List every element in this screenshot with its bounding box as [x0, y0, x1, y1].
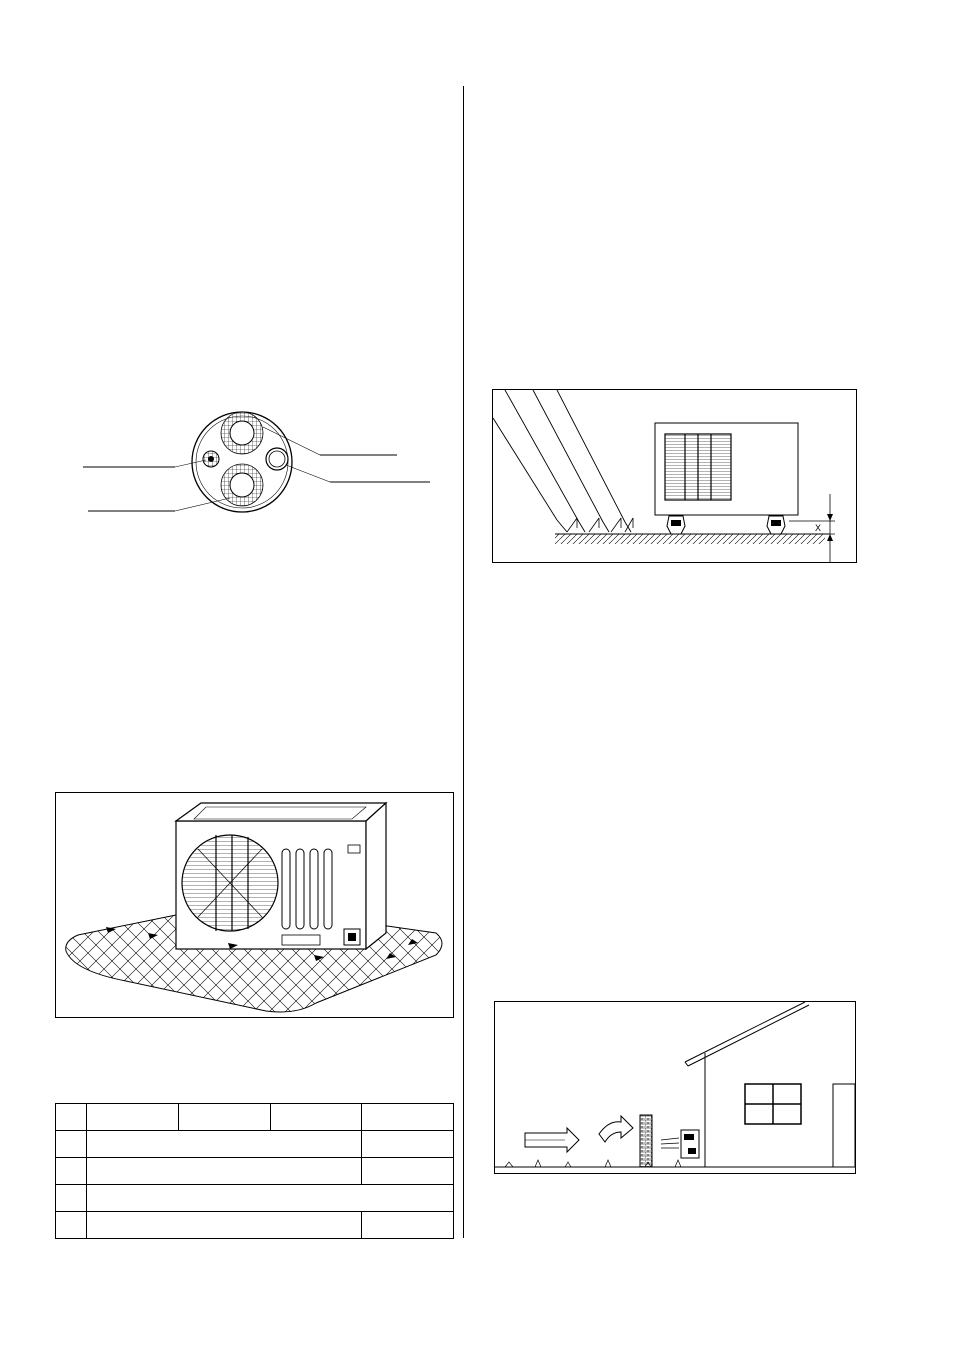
table-cell: [361, 1130, 454, 1158]
support-foot-icon: [666, 515, 686, 535]
wind-arrow-icon: [524, 1126, 580, 1154]
table-row: [55, 1103, 454, 1131]
table-row: [55, 1184, 454, 1212]
spec-table: [55, 1103, 454, 1239]
cable-port-icon: [265, 447, 289, 471]
table-row: [55, 1157, 454, 1185]
brick-wall: [639, 1114, 653, 1168]
door-icon: [832, 1083, 855, 1168]
outdoor-unit-base-diagram: [55, 792, 454, 1018]
table-row: [55, 1130, 454, 1158]
upper-port-icon: [220, 411, 264, 455]
small-port-icon: [202, 450, 220, 468]
table-cell: [55, 1130, 87, 1158]
wind-barrier-diagram: [494, 1001, 856, 1174]
table-cell: [361, 1103, 454, 1131]
side-vents-icon: [281, 848, 333, 930]
table-cell: [361, 1211, 454, 1239]
deflected-wind-arrow-icon: [598, 1114, 634, 1143]
table-cell: [86, 1157, 362, 1185]
table-cell: [55, 1103, 87, 1131]
table-cell: [178, 1103, 271, 1131]
sun-and-feet-diagram: X: [492, 389, 857, 563]
table-cell: [55, 1157, 87, 1185]
lower-port-icon: [220, 463, 264, 507]
ground: [555, 534, 825, 544]
sunlight-rays: [493, 390, 632, 533]
house: [684, 1002, 810, 1167]
outdoor-unit-icon: [660, 1129, 700, 1159]
table-cell: [55, 1184, 87, 1212]
support-foot-icon: [766, 515, 786, 535]
pipe-connection-diagram: [80, 405, 435, 523]
table-cell: [86, 1130, 362, 1158]
clearance-dimension-label: X: [815, 523, 821, 533]
table-cell: [86, 1211, 362, 1239]
column-divider: [463, 86, 464, 1238]
fan-grille-icon: [181, 834, 279, 932]
table-cell: [86, 1103, 179, 1131]
table-cell: [55, 1211, 87, 1239]
table-cell: [361, 1157, 454, 1185]
window-icon: [744, 1083, 802, 1125]
table-cell: [86, 1184, 454, 1212]
table-cell: [270, 1103, 362, 1131]
table-row: [55, 1211, 454, 1239]
